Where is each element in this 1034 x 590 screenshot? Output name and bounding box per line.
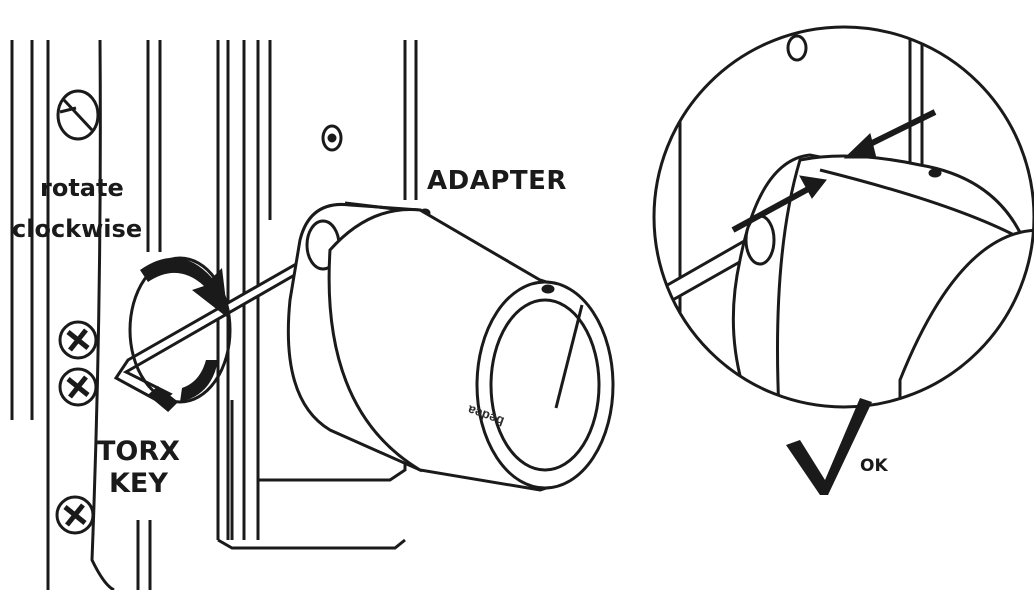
screw-icon — [55, 495, 95, 535]
lock-device — [286, 201, 615, 492]
zoom-detail — [652, 25, 1034, 409]
clockwise-label: clockwise — [12, 215, 143, 243]
torx-label: TORX — [97, 436, 180, 467]
ok-label: OK — [860, 456, 888, 476]
key-label: KEY — [109, 468, 168, 499]
door-frame — [10, 40, 162, 590]
screw-icon — [56, 89, 100, 141]
alignment-arrow-icon — [731, 175, 827, 233]
screw-icon — [58, 320, 98, 360]
adapter-label: ADAPTER — [427, 166, 567, 196]
alignment-arrow-icon — [843, 109, 937, 159]
screw-icon — [58, 367, 98, 407]
checkmark-icon — [786, 398, 872, 495]
strike-plate — [46, 39, 115, 590]
rotate-clockwise-arrow-icon — [128, 256, 232, 404]
rotate-label: rotate — [40, 174, 124, 202]
screw-icon — [321, 124, 343, 152]
